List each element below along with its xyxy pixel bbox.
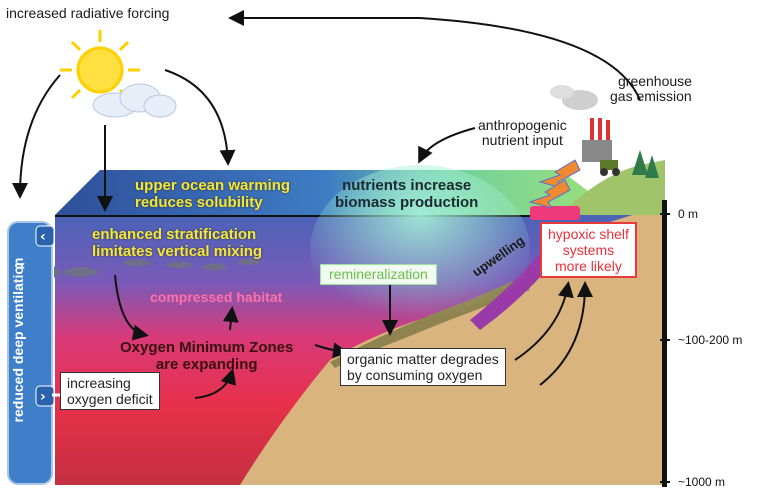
omz-line-2: are expanding xyxy=(155,355,258,373)
greenhouse-line-2: gas emission xyxy=(610,88,692,105)
organic-line-2: by consuming oxygen xyxy=(347,367,483,384)
upper-ocean-label: upper ocean warming reduces solubility xyxy=(135,177,291,211)
upper-ocean-line-2: reduces solubility xyxy=(135,193,263,211)
ventilation-bar xyxy=(7,221,53,485)
ventilation-label: reduced deep ventilation xyxy=(10,257,26,423)
fish-icon xyxy=(54,259,262,278)
arrow-sun-right xyxy=(164,69,236,166)
hypoxic-box: hypoxic shelf systems more likely xyxy=(540,222,637,279)
hypoxic-line-1: hypoxic shelf xyxy=(548,226,629,242)
arrow-compressed-up xyxy=(222,306,239,331)
radiative-forcing-label: increased radiative forcing xyxy=(6,5,170,21)
stratification-label: enhanced stratification limitates vertic… xyxy=(92,226,263,260)
arrow-anthropogenic xyxy=(418,127,476,164)
hypoxic-line-3: more likely xyxy=(555,258,622,275)
arrow-sun-left xyxy=(12,74,61,199)
arrow-stratification xyxy=(114,274,149,341)
omz-line-1: Oxygen Minimum Zones xyxy=(120,339,294,356)
nutrient-plume xyxy=(310,165,530,335)
tree-icon xyxy=(632,150,659,178)
arrow-organic xyxy=(514,281,574,361)
deficit-line-1: increasing xyxy=(67,375,131,391)
cloud-icon xyxy=(92,83,177,118)
svg-text:›: › xyxy=(40,389,46,405)
factory-icon xyxy=(550,85,612,162)
greenhouse-label: greenhouse gas emission xyxy=(610,73,692,105)
upper-ocean-line-1: upper ocean warming xyxy=(135,177,291,194)
depth-scale xyxy=(662,200,667,487)
anthropogenic-label: anthropogenic nutrient input xyxy=(478,117,567,149)
anthropogenic-line-2: nutrient input xyxy=(481,132,563,149)
depth-0: 0 m xyxy=(678,207,699,221)
nutrient-arrows-icon xyxy=(528,159,581,209)
nutrients-label: nutrients increase biomass production xyxy=(335,177,479,211)
remineralization-box: remineralization xyxy=(320,264,437,286)
depth-100-200: ~100-200 m xyxy=(678,333,743,347)
deficit-line-2: oxygen deficit xyxy=(67,391,153,408)
omz-label: Oxygen Minimum Zones are expanding xyxy=(120,339,294,373)
tractor-icon xyxy=(600,160,620,176)
nutrients-line-2: biomass production xyxy=(335,193,479,211)
svg-text:‹: ‹ xyxy=(40,229,46,245)
svg-text:‹‹: ‹‹ xyxy=(14,258,26,274)
stratification-line-2: limitates vertical mixing xyxy=(92,242,263,260)
organic-matter-box: organic matter degrades by consuming oxy… xyxy=(340,348,506,387)
compressed-habitat-label: compressed habitat xyxy=(150,289,283,305)
anthropogenic-line-1: anthropogenic xyxy=(478,117,567,133)
greenhouse-line-1: greenhouse xyxy=(618,73,692,89)
depth-1000: ~1000 m xyxy=(678,475,726,489)
organic-line-1: organic matter degrades xyxy=(347,351,499,367)
deficit-box: increasing oxygen deficit xyxy=(60,372,160,411)
arrow-forcing xyxy=(228,10,641,101)
stratification-line-1: enhanced stratification xyxy=(92,226,257,243)
hypoxic-line-2: systems xyxy=(562,242,615,259)
nutrients-line-1: nutrients increase xyxy=(342,177,472,194)
hypoxic-strip xyxy=(530,206,580,220)
arrow-omz-up xyxy=(194,368,237,399)
arrow-organic2 xyxy=(539,281,593,386)
